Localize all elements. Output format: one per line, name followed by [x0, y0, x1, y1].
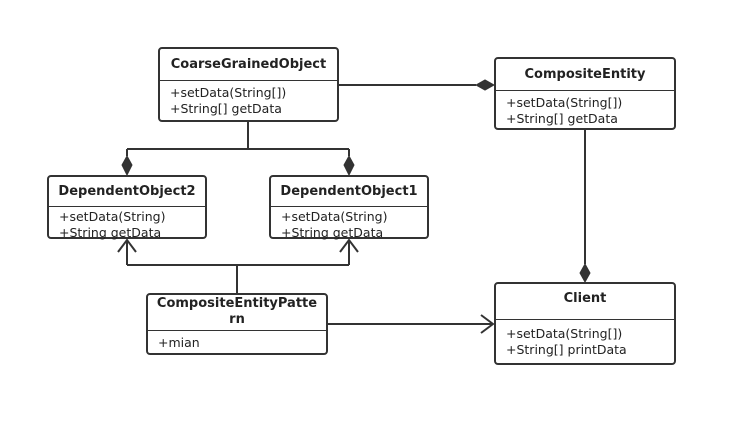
class-members: +setData(String[]) +String[] printData — [496, 320, 674, 364]
class-member: +setData(String) — [281, 209, 388, 224]
class-client: Client +setData(String[]) +String[] prin… — [494, 282, 676, 365]
composition-diamond-dependent2 — [121, 154, 133, 177]
class-members: +setData(String[]) +String[] getData — [496, 91, 674, 131]
class-name: DependentObject2 — [49, 177, 205, 207]
class-members: +setData(String[]) +String[] getData — [160, 81, 337, 121]
arrowhead-client — [480, 314, 495, 334]
class-members: +setData(String) +String getData — [49, 207, 205, 243]
arrowhead-dependent2 — [117, 238, 137, 253]
class-members: +setData(String) +String getData — [271, 207, 427, 243]
composition-diamond-client — [579, 262, 591, 284]
class-name: CoarseGrainedObject — [160, 49, 337, 81]
composition-diamond-composite — [474, 79, 496, 91]
composition-diamond-dependent1 — [343, 154, 355, 177]
class-coarse-grained-object: CoarseGrainedObject +setData(String[]) +… — [158, 47, 339, 122]
class-composite-entity-pattern: CompositeEntityPatte rn +mian — [146, 293, 328, 355]
class-member: +String getData — [59, 225, 162, 240]
class-name: CompositeEntity — [496, 59, 674, 91]
class-composite-entity: CompositeEntity +setData(String[]) +Stri… — [494, 57, 676, 130]
class-dependent-object1: DependentObject1 +setData(String) +Strin… — [269, 175, 429, 240]
class-name: Client — [496, 284, 674, 320]
class-name: DependentObject1 — [271, 177, 427, 207]
class-member: +setData(String) — [59, 209, 166, 224]
class-member: +setData(String[]) — [506, 95, 623, 110]
class-member: +setData(String[]) — [506, 326, 623, 341]
class-name: CompositeEntityPatte rn — [148, 295, 326, 331]
class-member: +mian — [158, 335, 200, 350]
class-members: +mian — [148, 331, 326, 355]
class-dependent-object2: DependentObject2 +setData(String) +Strin… — [47, 175, 207, 240]
class-member: +String[] getData — [506, 111, 618, 126]
class-member: +String[] printData — [506, 342, 627, 357]
class-member: +String getData — [281, 225, 384, 240]
arrowhead-dependent1 — [339, 238, 359, 253]
class-member: +setData(String[]) — [170, 85, 287, 100]
class-member: +String[] getData — [170, 101, 282, 116]
